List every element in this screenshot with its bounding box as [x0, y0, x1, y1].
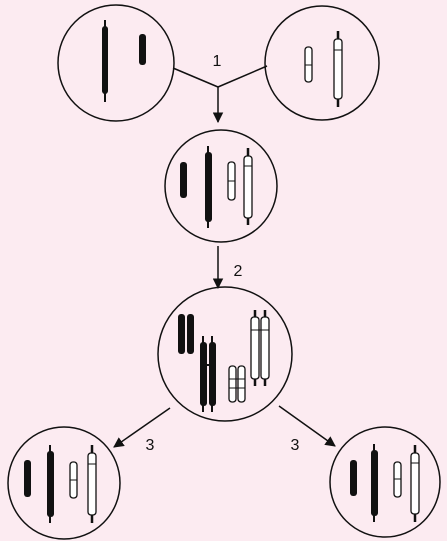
chromosome-light-long [333, 31, 343, 107]
cell-membrane [329, 426, 441, 538]
parent-cell-light [264, 5, 380, 121]
chromosome-light-short [304, 46, 313, 83]
cell-membrane [7, 426, 121, 540]
chromosome-light-short [69, 461, 78, 499]
chromosome-dark-long [102, 20, 108, 102]
step-label-division-right: 3 [291, 437, 300, 454]
chromosome-dark-short [180, 162, 187, 198]
chromosome-light-long-pair [250, 310, 270, 386]
chromosome-light-long [243, 148, 253, 225]
chromosome-dark-short [24, 460, 31, 497]
chromosome-light-short-pair [228, 365, 246, 403]
parent-cell-dark [57, 4, 175, 122]
chromosome-dark-long-pair [200, 336, 216, 412]
step-label-division-left: 3 [146, 437, 155, 454]
chromosome-light-long [410, 445, 420, 522]
chromosome-dark-short [350, 460, 357, 496]
chromosome-dark-long [371, 444, 378, 522]
daughter-cell-right [329, 426, 441, 538]
step-label-fusion: 1 [213, 53, 222, 70]
arrow-division-right [278, 405, 336, 447]
cell-membrane [157, 286, 293, 422]
step-label-replication: 2 [234, 263, 243, 280]
replicated-cell [157, 286, 293, 422]
chromosome-light-short [393, 461, 402, 498]
daughter-cell-left [7, 426, 121, 540]
chromosome-dark-long [47, 445, 54, 523]
chromosome-dark-short-pair [178, 314, 194, 354]
cell-membrane [264, 5, 380, 121]
arrow-division-left [113, 407, 171, 448]
chromosome-light-long [87, 445, 97, 523]
chromosome-dark-short [139, 34, 146, 65]
cell-membrane [57, 4, 175, 122]
chromosome-light-short [227, 161, 236, 201]
zygote-cell [164, 129, 278, 243]
cell-membrane [164, 129, 278, 243]
chromosome-dark-long [205, 146, 212, 228]
fusion-connector [172, 65, 268, 124]
